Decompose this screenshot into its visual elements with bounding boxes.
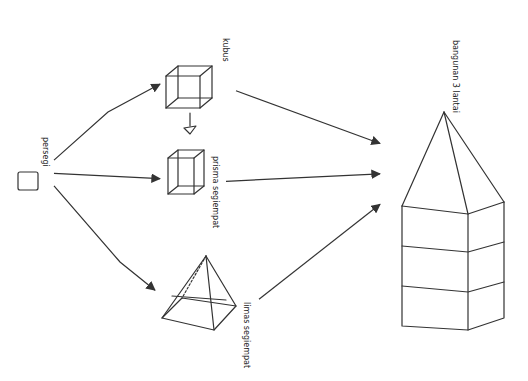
cube-sketch: [166, 66, 212, 108]
arrow-connector: [259, 204, 380, 299]
shape-node: bangunan 3 lantai: [380, 34, 516, 338]
shape-node: limas segiempat: [155, 248, 259, 376]
arrow-connector: [226, 174, 380, 181]
arrow-connector: [54, 173, 160, 178]
prism-sketch: [168, 150, 204, 194]
shape-label: limas segiempat: [241, 302, 251, 368]
shape-label: persegi: [40, 137, 50, 167]
arrow-connector: [236, 91, 380, 144]
shape-label: bangunan 3 lantai: [450, 40, 460, 113]
building-sketch: [402, 112, 504, 330]
shape-node: prisma segiempat: [160, 140, 226, 226]
arrow-connector: [54, 186, 155, 290]
pyramid-sketch: [162, 256, 236, 330]
shape-label: kubus: [220, 38, 230, 62]
shape-label: prisma segiempat: [210, 156, 220, 228]
stroke-sketch: [189, 113, 190, 126]
shape-node: persegi: [12, 125, 54, 203]
arrowhead-sketch: [184, 126, 196, 134]
shape-node: kubus: [160, 32, 236, 116]
arrow-connector: [54, 84, 160, 160]
square-sketch: [18, 172, 38, 190]
